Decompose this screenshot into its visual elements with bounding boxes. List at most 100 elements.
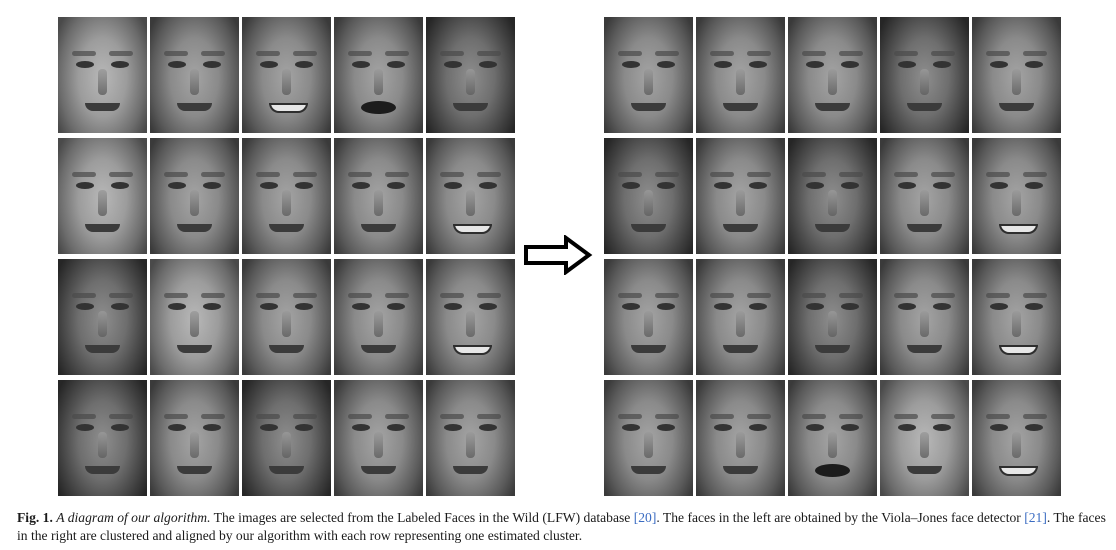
face-brow <box>839 414 863 419</box>
face-mouth <box>453 466 488 474</box>
face-brow <box>894 293 918 298</box>
face-eye <box>444 303 462 310</box>
face-nose <box>920 190 929 216</box>
face-eye <box>714 182 732 189</box>
face-nose <box>466 311 475 337</box>
face-nose <box>1012 311 1021 337</box>
face-mouth <box>723 345 758 353</box>
face-brow <box>256 172 280 177</box>
face-eye <box>622 61 640 68</box>
face-brow <box>348 414 372 419</box>
face-mouth <box>453 224 492 234</box>
face-eye <box>1025 182 1043 189</box>
face-brow <box>164 414 188 419</box>
face-eye <box>657 303 675 310</box>
face-image <box>426 17 515 133</box>
face-mouth <box>453 345 492 355</box>
citation-link-21[interactable]: [21] <box>1024 510 1047 525</box>
face-mouth <box>269 224 304 232</box>
face-nose <box>920 311 929 337</box>
face-image <box>604 259 693 375</box>
face-nose <box>644 432 653 458</box>
face-brow <box>802 414 826 419</box>
face-image <box>58 17 147 133</box>
face-eye <box>990 303 1008 310</box>
face-eye <box>295 303 313 310</box>
face-brow <box>440 172 464 177</box>
face-eye <box>295 61 313 68</box>
face-brow <box>747 172 771 177</box>
face-image <box>972 138 1061 254</box>
face-brow <box>710 172 734 177</box>
face-nose <box>374 432 383 458</box>
face-eye <box>622 182 640 189</box>
face-brow <box>986 414 1010 419</box>
face-nose <box>828 432 837 458</box>
face-image <box>972 380 1061 496</box>
face-eye <box>898 61 916 68</box>
face-nose <box>828 311 837 337</box>
caption-text: . The faces in the right are clustered a… <box>17 510 1106 543</box>
face-eye <box>387 182 405 189</box>
face-brow <box>72 172 96 177</box>
face-nose <box>190 311 199 337</box>
face-eye <box>806 303 824 310</box>
face-eye <box>898 182 916 189</box>
face-brow <box>385 51 409 56</box>
face-eye <box>657 182 675 189</box>
face-nose <box>1012 432 1021 458</box>
face-eye <box>749 61 767 68</box>
face-nose <box>374 190 383 216</box>
face-eye <box>260 303 278 310</box>
face-brow <box>164 172 188 177</box>
face-mouth <box>631 224 666 232</box>
face-nose <box>644 311 653 337</box>
face-eye <box>111 424 129 431</box>
face-eye <box>76 424 94 431</box>
face-brow <box>710 51 734 56</box>
figure-caption: Fig. 1. A diagram of our algorithm. The … <box>17 509 1109 545</box>
face-mouth <box>999 466 1038 476</box>
face-image <box>696 138 785 254</box>
face-eye <box>444 182 462 189</box>
face-brow <box>293 172 317 177</box>
face-eye <box>203 61 221 68</box>
face-mouth <box>85 345 120 353</box>
face-brow <box>931 172 955 177</box>
face-eye <box>806 424 824 431</box>
face-eye <box>387 424 405 431</box>
face-brow <box>440 414 464 419</box>
face-eye <box>1025 61 1043 68</box>
caption-label: Fig. 1. <box>17 510 53 525</box>
face-brow <box>802 51 826 56</box>
face-brow <box>201 293 225 298</box>
face-brow <box>109 293 133 298</box>
face-mouth <box>907 103 942 111</box>
face-eye <box>933 182 951 189</box>
face-nose <box>828 69 837 95</box>
face-image <box>334 138 423 254</box>
face-eye <box>352 303 370 310</box>
face-image <box>426 259 515 375</box>
face-brow <box>986 172 1010 177</box>
face-brow <box>655 51 679 56</box>
face-nose <box>644 190 653 216</box>
face-mouth <box>177 466 212 474</box>
face-nose <box>466 432 475 458</box>
face-image <box>972 17 1061 133</box>
citation-link-20[interactable]: [20] <box>633 510 657 525</box>
face-eye <box>841 424 859 431</box>
face-eye <box>1025 424 1043 431</box>
face-eye <box>352 424 370 431</box>
face-brow <box>477 172 501 177</box>
face-mouth <box>907 345 942 353</box>
face-image <box>150 17 239 133</box>
face-nose <box>374 311 383 337</box>
face-image <box>334 17 423 133</box>
caption-text: The images are selected from the Labeled… <box>210 510 634 525</box>
face-image <box>788 138 877 254</box>
face-mouth <box>85 103 120 111</box>
face-eye <box>168 303 186 310</box>
face-mouth <box>907 466 942 474</box>
face-eye <box>352 61 370 68</box>
